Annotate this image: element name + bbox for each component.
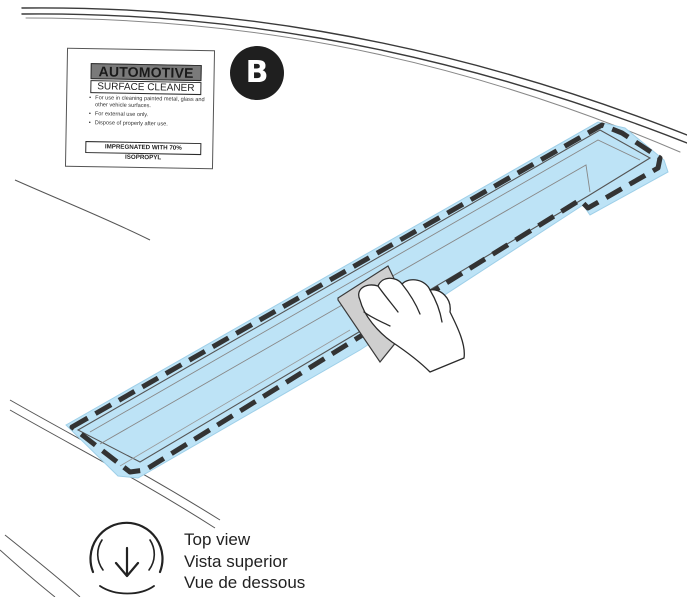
view-legend-line-en: Top view	[184, 529, 305, 551]
view-legend-line-fr: Vue de dessous	[184, 572, 305, 594]
product-label-bullet: For external use only.	[89, 111, 207, 120]
arrow-down-circle-icon	[91, 523, 163, 594]
product-label-bullet: Dispose of properly after use.	[89, 120, 207, 129]
step-badge: B	[230, 46, 284, 100]
product-label-title: AUTOMOTIVE	[91, 63, 202, 81]
view-legend: Top view Vista superior Vue de dessous	[184, 529, 305, 594]
product-label-bullet: For use in cleaning painted metal, glass…	[89, 95, 207, 110]
product-label-warning: IMPREGNATED WITH 70% ISOPROPYL	[85, 141, 201, 155]
product-label: AUTOMOTIVE SURFACE CLEANER For use in cl…	[65, 48, 215, 170]
product-label-bullets: For use in cleaning painted metal, glass…	[89, 95, 208, 131]
product-label-subtitle: SURFACE CLEANER	[90, 80, 201, 95]
view-legend-line-es: Vista superior	[184, 551, 305, 573]
